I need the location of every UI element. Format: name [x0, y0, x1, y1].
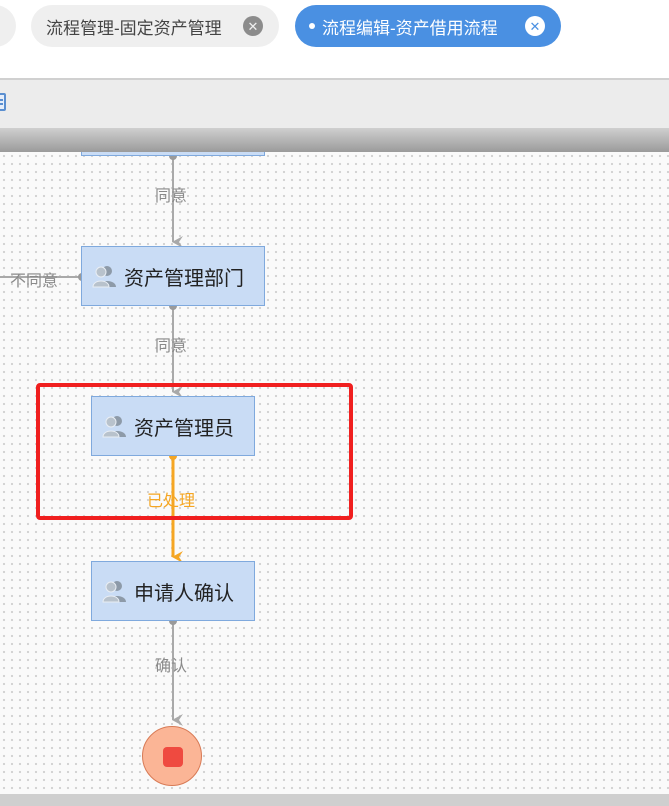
users-icon: [102, 579, 128, 603]
close-circle-icon[interactable]: ✕: [243, 16, 263, 36]
active-dot-icon: [309, 23, 315, 29]
canvas-header-bar: [0, 128, 669, 152]
tab-partial[interactable]: [0, 5, 16, 47]
node-label: 资产管理部门: [124, 267, 244, 290]
tab-process-edit-asset-borrowing[interactable]: 流程编辑-资产借用流程 ✕: [295, 5, 561, 47]
edge-label: 同意: [155, 338, 188, 355]
flow-canvas[interactable]: 资产管理部门 资产管理员 申请人确认 同意 不同意: [0, 152, 669, 794]
flow-node-end[interactable]: [142, 726, 202, 786]
edge-label: 确认: [155, 658, 188, 675]
node-label: 申请人确认: [134, 582, 234, 605]
flow-node-top[interactable]: [81, 152, 265, 156]
toolbar: [0, 78, 669, 128]
tab-process-management-assets[interactable]: 流程管理-固定资产管理 ✕: [31, 5, 279, 47]
tab-label: 流程管理-固定资产管理: [46, 18, 222, 38]
edge-label: 同意: [155, 188, 188, 205]
flow-node-asset-dept[interactable]: 资产管理部门: [81, 246, 265, 306]
edge-label-processed: 已处理: [147, 493, 196, 510]
flow-node-applicant-confirm[interactable]: 申请人确认: [91, 561, 255, 621]
tab-label: 流程编辑-资产借用流程: [322, 18, 498, 38]
tab-bar: 流程管理-固定资产管理 ✕ 流程编辑-资产借用流程 ✕: [0, 0, 669, 78]
highlight-annotation: [36, 383, 353, 520]
flow-node-asset-admin[interactable]: 资产管理员: [91, 396, 255, 456]
edge-label: 不同意: [10, 273, 59, 290]
users-icon: [102, 414, 128, 438]
users-icon: [92, 264, 118, 288]
close-circle-icon[interactable]: ✕: [525, 16, 545, 36]
stop-icon: [163, 747, 183, 767]
node-label: 资产管理员: [134, 417, 234, 440]
document-icon[interactable]: [0, 93, 6, 111]
bottom-scrollbar[interactable]: [0, 794, 669, 806]
